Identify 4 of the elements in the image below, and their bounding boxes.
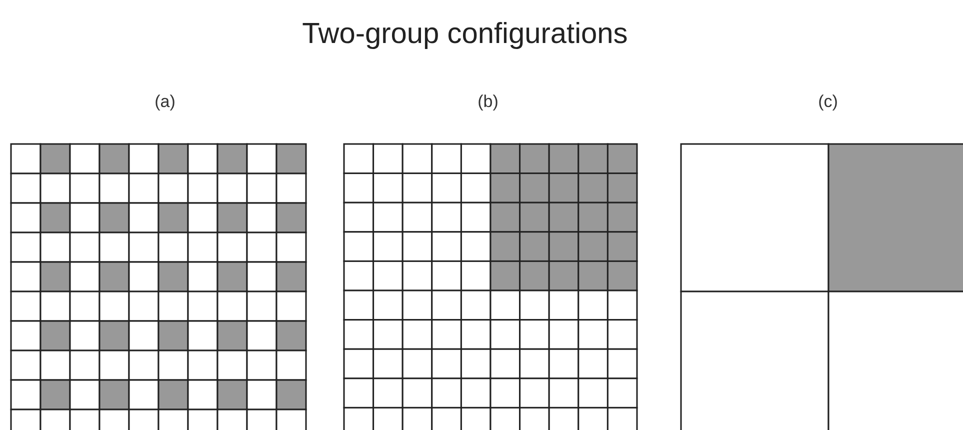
diagram-title: Two-group configurations <box>301 18 629 51</box>
panel-label: (a) <box>154 92 176 112</box>
panel-label: (b) <box>478 92 498 112</box>
panel-label: (c) <box>818 92 838 112</box>
